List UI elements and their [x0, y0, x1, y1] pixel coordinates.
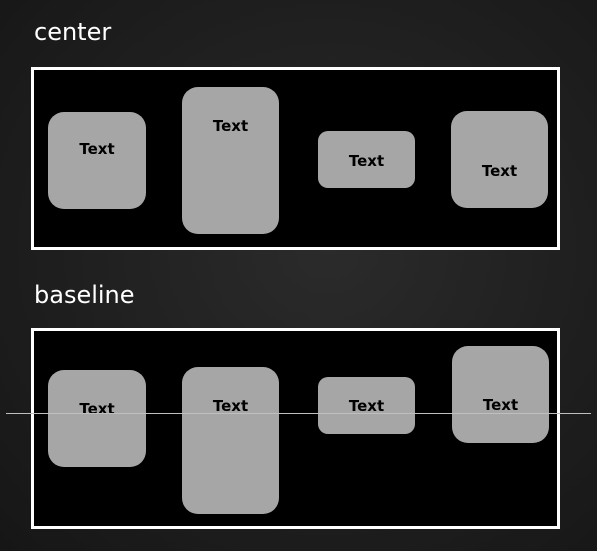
- center-flex-container: Text Text Text Text: [31, 67, 560, 250]
- baseline-item-2: Text: [182, 367, 279, 514]
- baseline-section-title: baseline: [34, 281, 135, 309]
- baseline-guide-line: [6, 413, 591, 414]
- center-item-4-label: Text: [481, 162, 518, 180]
- baseline-item-4-label: Text: [482, 396, 519, 414]
- center-item-1: Text: [48, 112, 146, 209]
- center-item-3-label: Text: [348, 152, 385, 170]
- center-section-title: center: [34, 18, 112, 46]
- center-item-3: Text: [318, 131, 415, 188]
- center-item-2-label: Text: [212, 117, 249, 135]
- center-item-4: Text: [451, 111, 548, 208]
- center-item-2: Text: [182, 87, 279, 234]
- baseline-item-3-label: Text: [348, 397, 385, 415]
- baseline-item-1-label: Text: [79, 400, 115, 418]
- center-item-1-label: Text: [79, 140, 115, 158]
- baseline-flex-container: Text Text Text Text: [31, 328, 560, 529]
- baseline-item-3: Text: [318, 377, 415, 434]
- baseline-item-4: Text: [452, 346, 549, 443]
- baseline-item-1: Text: [48, 370, 146, 467]
- baseline-item-2-label: Text: [212, 397, 249, 415]
